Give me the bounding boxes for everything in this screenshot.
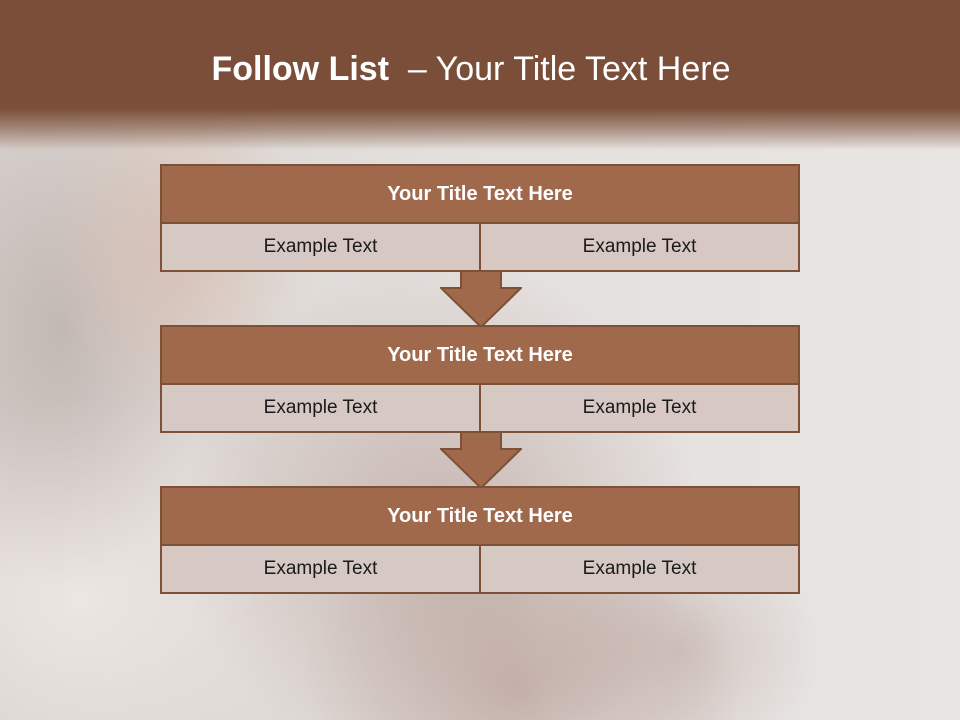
block-1-row: Example Text Example Text	[162, 224, 798, 270]
slide-title-bold: Follow List	[211, 50, 390, 88]
block-2-title: Your Title Text Here	[162, 327, 798, 385]
block-1-right-cell: Example Text	[479, 224, 798, 270]
block-2-right-cell: Example Text	[479, 385, 798, 431]
block-1-title: Your Title Text Here	[162, 166, 798, 224]
list-block-3: Your Title Text Here Example Text Exampl…	[160, 486, 800, 594]
down-arrow-1	[440, 270, 522, 328]
slide-title-rest: – Your Title Text Here	[389, 50, 731, 88]
block-3-left-cell: Example Text	[162, 546, 479, 592]
block-3-row: Example Text Example Text	[162, 546, 798, 592]
list-block-2: Your Title Text Here Example Text Exampl…	[160, 325, 800, 433]
block-2-row: Example Text Example Text	[162, 385, 798, 431]
down-arrow-2	[440, 431, 522, 489]
block-3-title: Your Title Text Here	[162, 488, 798, 546]
block-2-left-cell: Example Text	[162, 385, 479, 431]
header-band	[0, 0, 960, 150]
block-1-left-cell: Example Text	[162, 224, 479, 270]
block-3-right-cell: Example Text	[479, 546, 798, 592]
list-block-1: Your Title Text Here Example Text Exampl…	[160, 164, 800, 272]
slide-title: Follow List – Your Title Text Here	[0, 50, 942, 89]
